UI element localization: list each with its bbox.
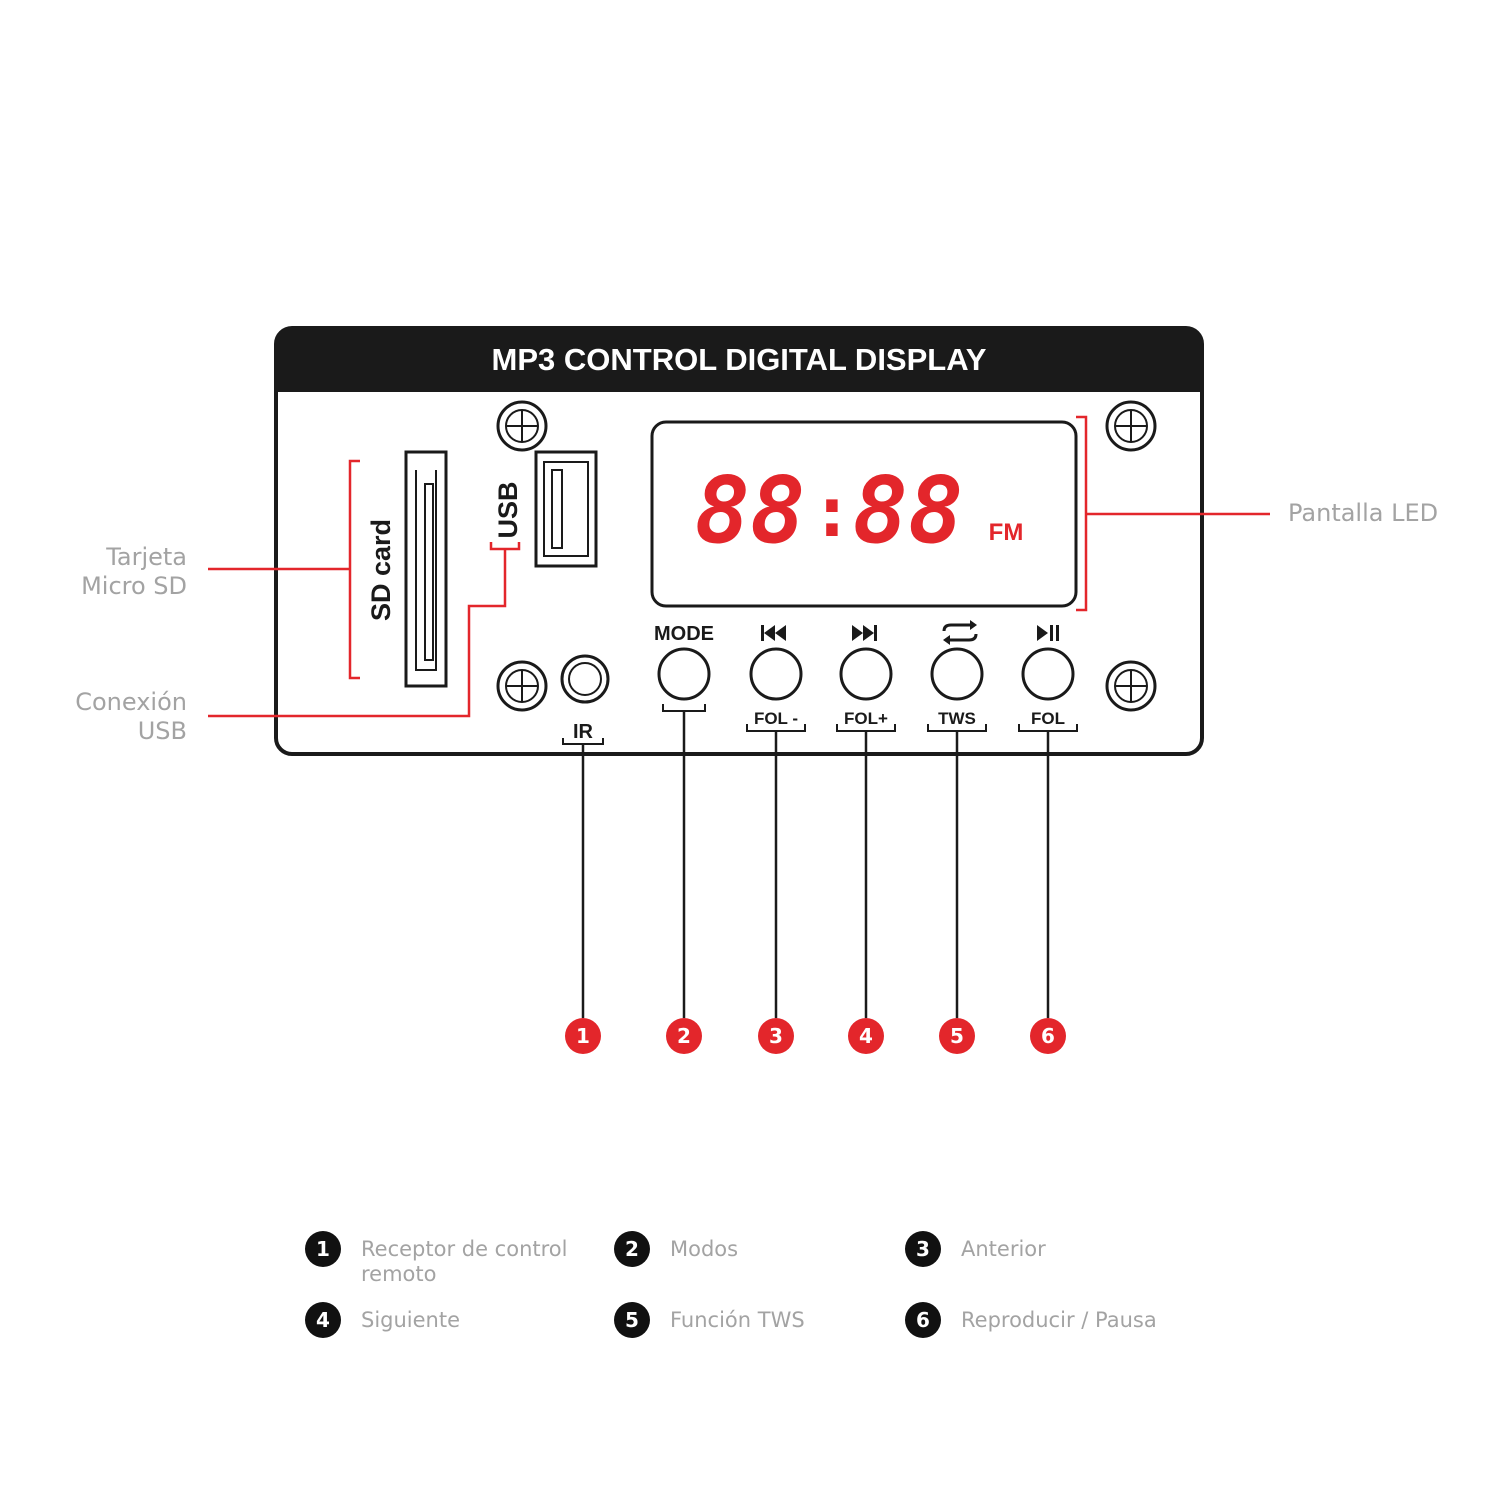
legend-text: Anterior [961,1237,1046,1261]
panel-button-3[interactable] [839,647,893,701]
numbered-markers: 1 2 3 4 5 6 [565,1018,1066,1054]
panel-button-4[interactable] [930,647,984,701]
usb-port[interactable] [534,450,598,568]
panel-header [276,328,1202,392]
marker-circle [758,1018,794,1054]
previous-icon [761,625,786,641]
legend-item: 1 Receptor de control remoto [305,1231,581,1287]
panel-button-2[interactable] [749,647,803,701]
marker-number: 6 [1041,1024,1055,1048]
usb-label: USB [493,481,523,538]
screw-icon [496,660,548,712]
panel-title: MP3 CONTROL DIGITAL DISPLAY [492,342,987,377]
marker-leaders [581,711,1050,1018]
panel-button-5[interactable] [1021,647,1075,701]
legend-text: Modos [670,1237,739,1261]
legend-number: 6 [905,1302,941,1338]
led-callout-label: Pantalla LED [1288,499,1439,527]
led-digits-right: 88 [853,457,964,564]
button-bottom-label: TWS [938,709,976,728]
button-bottom-label: FOL - [754,709,798,728]
screw-icon [1105,400,1157,452]
marker-number: 5 [950,1024,964,1048]
mode-label: MODE [654,623,714,645]
legend-item: 4 Siguiente [305,1302,581,1338]
screw-icon [1105,660,1157,712]
marker-number: 2 [677,1024,691,1048]
marker-circle [939,1018,975,1054]
legend-number: 3 [905,1231,941,1267]
legend-item: 5 Función TWS [614,1302,890,1338]
legend-number: 2 [614,1231,650,1267]
ir-receiver [560,654,610,704]
sd-callout-label: Tarjeta Micro SD [81,543,187,600]
panel-button-1[interactable] [657,647,711,701]
button-row [657,647,1078,732]
marker-number: 3 [769,1024,783,1048]
marker-circle [848,1018,884,1054]
marker-circle [666,1018,702,1054]
marker-number: 1 [576,1024,590,1048]
play-pause-icon [1037,625,1059,641]
ir-label: IR [573,721,594,743]
marker-number: 4 [859,1024,873,1048]
button-bottom-label: FOL [1031,709,1065,728]
legend-text: Reproducir / Pausa [961,1308,1157,1332]
led-colon: : [811,471,853,553]
legend-text: Siguiente [361,1308,461,1332]
legend-item: 3 Anterior [905,1231,1181,1267]
screw-icon [496,400,548,452]
led-display [650,420,1078,608]
next-icon [852,625,877,641]
button-bottom-label: FOL+ [844,709,888,728]
usb-callout-label: Conexión USB [75,688,187,745]
marker-circle [1030,1018,1066,1054]
legend-text: Receptor de control remoto [361,1237,568,1286]
usb-callout-line [208,549,507,718]
sd-card-label: SD card [366,519,396,621]
legend-number: 1 [305,1231,341,1267]
sd-card-slot[interactable] [404,450,448,688]
legend-item: 2 Modos [614,1231,890,1267]
legend-text: Función TWS [670,1308,805,1332]
marker-circle [565,1018,601,1054]
repeat-icon [942,620,978,645]
legend-number: 4 [305,1302,341,1338]
legend-number: 5 [614,1302,650,1338]
callout-lines [208,415,1270,718]
led-digits-left: 88 [695,457,806,564]
led-fm-indicator: FM [989,519,1024,546]
legend-item: 6 Reproducir / Pausa [905,1302,1221,1338]
